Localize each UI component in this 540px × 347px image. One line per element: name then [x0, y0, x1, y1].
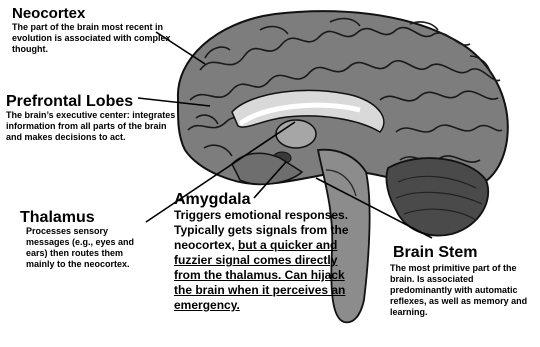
thalamus-desc: Processes sensory messages (e.g., eyes a…	[26, 226, 148, 270]
neocortex-label: Neocortex The part of the brain most rec…	[12, 6, 177, 55]
amygdala-title: Amygdala	[174, 192, 356, 208]
prefrontal-label: Prefrontal Lobes The brain’s executive c…	[6, 94, 181, 143]
brainstem-desc: The most primitive part of the brain. Is…	[390, 263, 536, 318]
cerebellum-shape	[386, 158, 488, 235]
prefrontal-desc: The brain’s executive center: integrates…	[6, 110, 181, 143]
brainstem-label: Brain Stem The most primitive part of th…	[390, 245, 536, 318]
amygdala-desc: Triggers emotional responses. Typically …	[174, 208, 356, 313]
thalamus-label: Thalamus Processes sensory messages (e.g…	[20, 210, 148, 270]
amygdala-label: Amygdala Triggers emotional responses. T…	[174, 192, 356, 313]
neocortex-title: Neocortex	[12, 6, 177, 22]
thalamus-title: Thalamus	[20, 210, 148, 226]
thalamus-shape	[276, 120, 316, 148]
prefrontal-title: Prefrontal Lobes	[6, 94, 181, 110]
neocortex-desc: The part of the brain most recent in evo…	[12, 22, 177, 55]
brainstem-title: Brain Stem	[393, 245, 536, 261]
